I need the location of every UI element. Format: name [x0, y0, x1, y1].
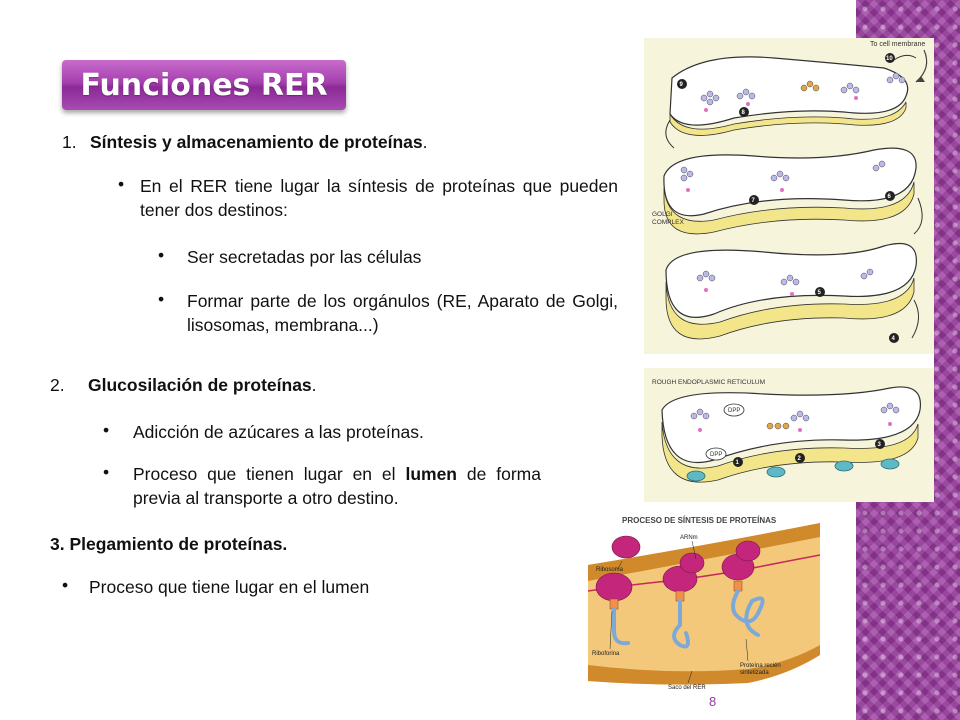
section2-bullet1: Adicción de azúcares a las proteínas. — [133, 422, 424, 442]
bullet-dot: • — [103, 420, 110, 440]
page-number: 8 — [709, 694, 717, 709]
section2-bullet2: Proceso que tienen lugar en el lumen de … — [133, 462, 541, 510]
riboforina-label: Riboforina — [592, 651, 620, 657]
bullet-dot: • — [62, 575, 69, 595]
golgi-label-2: COMPLEX — [652, 219, 684, 226]
dpp-label-1: DPP — [728, 408, 740, 414]
section2-bullet2-bold: lumen — [405, 464, 457, 484]
section3-heading: 3. Plegamiento de proteínas. — [50, 534, 288, 554]
section1-sub1: Ser secretadas por las células — [187, 247, 422, 267]
golgi-label-1: GOLGI — [652, 211, 673, 218]
dpp-label-2: DPP — [710, 452, 722, 458]
section2-number: 2. — [50, 375, 65, 395]
arnm-label: ARNm — [680, 535, 698, 541]
step-label: 5 — [818, 290, 822, 296]
bullet-dot: • — [158, 289, 165, 309]
bullet-dot: • — [103, 462, 110, 482]
step-label: 6 — [888, 194, 892, 200]
step-label: 9 — [680, 82, 684, 88]
protein-synthesis-title: PROCESO DE SÍNTESIS DE PROTEÍNAS — [622, 516, 777, 525]
step-label: 8 — [742, 110, 746, 116]
section2-heading: Glucosilación de proteínas. — [88, 373, 317, 397]
section1-heading-period: . — [422, 132, 428, 152]
saco-label: Saco del RER — [668, 685, 706, 691]
rer-golgi-svg: To cell membrane GOLGI COMPLEX ROUGH END… — [644, 38, 934, 502]
section2-bullet2-pre: Proceso que tienen lugar en el — [133, 464, 406, 484]
step-label: 2 — [798, 456, 802, 462]
step-label: 4 — [892, 336, 896, 342]
protein-synthesis-svg: PROCESO DE SÍNTESIS DE PROTEÍNAS — [588, 505, 820, 693]
section2-heading-period: . — [311, 375, 317, 395]
step-label: 10 — [886, 56, 893, 62]
golgi-cisterna-middle — [663, 147, 917, 235]
protein-synthesis-diagram: PROCESO DE SÍNTESIS DE PROTEÍNAS — [588, 505, 820, 693]
golgi-cisterna-top — [669, 56, 909, 136]
section1-heading: Síntesis y almacenamiento de proteínas. — [90, 130, 428, 154]
section3-bullet1: Proceso que tiene lugar en el lumen — [89, 577, 370, 597]
slide-title-text: Funciones RER — [80, 67, 328, 103]
step-label: 1 — [736, 460, 740, 466]
bullet-dot: • — [158, 245, 165, 265]
ribosoma-label: Ribosoma — [596, 567, 624, 573]
rer-golgi-diagram: To cell membrane GOLGI COMPLEX ROUGH END… — [644, 38, 934, 502]
slide-title: Funciones RER — [62, 60, 346, 110]
step-label: 3 — [878, 442, 882, 448]
section1-sub2: Formar parte de los orgánulos (RE, Apara… — [187, 291, 618, 335]
section2-bullet2-post: de forma previa al transporte a otro des… — [133, 464, 541, 508]
section1-bullet1: En el RER tiene lugar la síntesis de pro… — [140, 176, 618, 220]
step-label: 7 — [752, 198, 756, 204]
section1-heading-text: Síntesis y almacenamiento de proteínas — [90, 132, 423, 152]
to-cell-membrane-label: To cell membrane — [870, 41, 925, 48]
section2-heading-text: Glucosilación de proteínas — [88, 375, 312, 395]
bullet-dot: • — [118, 174, 125, 194]
proteina-label-2: sintetizada — [740, 670, 769, 676]
proteina-label-1: Proteína recién — [740, 663, 781, 669]
section1-number: 1. — [62, 132, 77, 152]
rer-label: ROUGH ENDOPLASMIC RETICULUM — [652, 379, 765, 386]
